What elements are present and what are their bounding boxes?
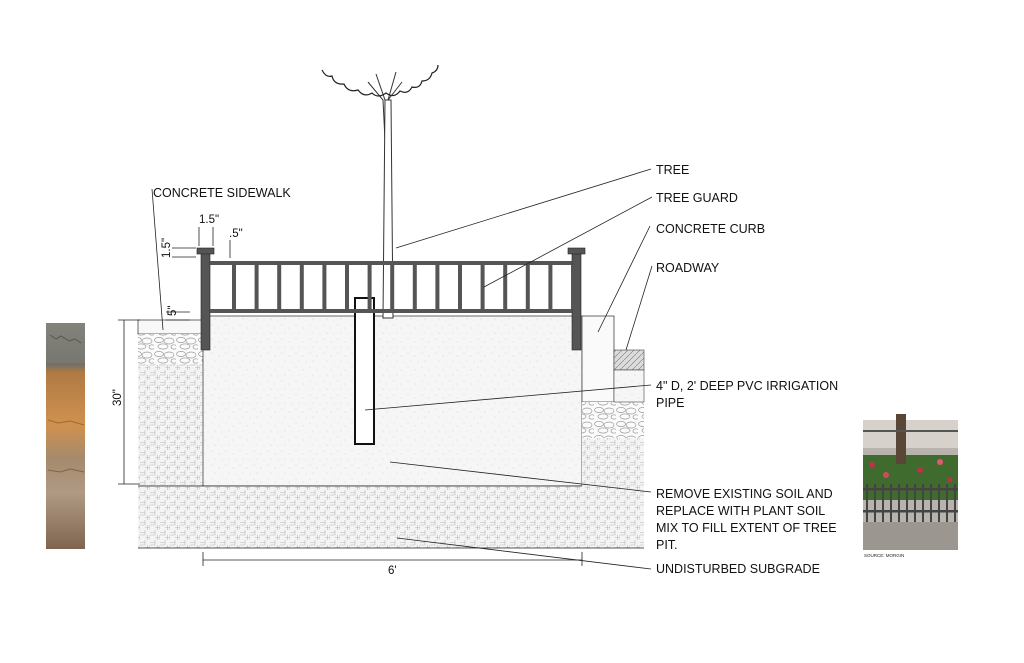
label-remove-soil-2: REPLACE WITH PLANT SOIL	[656, 504, 825, 518]
tree-guard-picket	[458, 265, 462, 309]
label-irrigation-pipe-1: 4" D, 2' DEEP PVC IRRIGATION	[656, 379, 838, 393]
label-tree-guard: TREE GUARD	[656, 191, 738, 205]
tree-guard-picket	[525, 265, 530, 309]
tree-guard-picket	[435, 265, 440, 309]
label-irrigation-pipe-2: PIPE	[656, 396, 685, 410]
sidewalk-gravel-base	[138, 334, 204, 364]
tree-guard-picket	[254, 265, 259, 309]
tree-guard-picket	[367, 265, 372, 309]
label-undisturbed-subgrade: UNDISTURBED SUBGRADE	[656, 562, 820, 576]
tree-guard-picket	[412, 265, 417, 309]
dim-post-height: 1.5"	[161, 238, 173, 258]
label-concrete-curb: CONCRETE CURB	[656, 222, 765, 236]
dimension-labels: 1.5" .5" 1.5" 5" 30" 6'	[112, 214, 397, 577]
soil-profile-photo	[46, 323, 85, 549]
dim-cap: .5"	[229, 228, 243, 240]
label-remove-soil-4: PIT.	[656, 538, 678, 552]
tree	[321, 64, 439, 319]
native-soil-left	[138, 364, 204, 486]
curb-gravel-base	[582, 402, 644, 438]
undisturbed-subgrade	[138, 486, 644, 548]
label-concrete-sidewalk: CONCRETE SIDEWALK	[153, 186, 291, 200]
tree-guard-picket	[548, 265, 553, 309]
label-remove-soil-3: MIX TO FILL EXTENT OF TREE	[656, 521, 837, 535]
tree-guard-reference-photo: SOURCE: MORGIN	[863, 414, 958, 558]
ground-section	[137, 315, 645, 549]
concrete-sidewalk-slab	[137, 319, 205, 335]
plant-soil-pit	[202, 315, 583, 487]
photo-caption: SOURCE: MORGIN	[864, 553, 904, 558]
dimension-lines	[118, 227, 583, 566]
label-tree: TREE	[656, 163, 689, 177]
photo-guard-picket	[946, 484, 948, 524]
photo-guard-picket	[938, 484, 940, 524]
photo-guard-picket	[898, 484, 900, 524]
photo-guard-picket	[954, 484, 956, 524]
photo-guard-picket	[874, 484, 876, 524]
photo-guard-picket	[906, 484, 908, 524]
native-soil-right	[582, 438, 644, 486]
photo-guard-picket	[930, 484, 932, 524]
photo-guard-picket	[922, 484, 924, 524]
annotation-labels: TREE TREE GUARD CONCRETE CURB ROADWAY CO…	[153, 163, 838, 576]
photo-guard-picket	[882, 484, 884, 524]
tree-guard-picket	[390, 265, 395, 309]
photo-guard-picket	[866, 484, 868, 524]
concrete-curb	[581, 315, 615, 403]
tree-guard-picket	[571, 265, 575, 309]
tree-guard-picket	[277, 265, 282, 309]
dim-pit-width: 6'	[388, 565, 397, 577]
label-roadway: ROADWAY	[656, 261, 720, 275]
tree-guard-picket	[480, 265, 485, 309]
tree-guard	[196, 247, 586, 351]
tree-guard-picket	[345, 265, 349, 309]
tree-guard-picket	[232, 265, 236, 309]
dim-post-width: 1.5"	[199, 214, 219, 226]
tree-guard-picket	[503, 265, 508, 309]
leader-lines	[151, 168, 653, 570]
roadway-asphalt	[613, 349, 645, 371]
tree-guard-picket	[299, 265, 304, 309]
dim-sidewalk-thickness: 5"	[167, 306, 179, 316]
label-remove-soil-1: REMOVE EXISTING SOIL AND	[656, 487, 833, 501]
dim-pit-depth: 30"	[112, 389, 124, 406]
photo-guard-picket	[890, 484, 892, 524]
tree-guard-picket	[322, 265, 327, 309]
irrigation-pipe	[354, 297, 375, 445]
photo-guard-picket	[914, 484, 916, 524]
